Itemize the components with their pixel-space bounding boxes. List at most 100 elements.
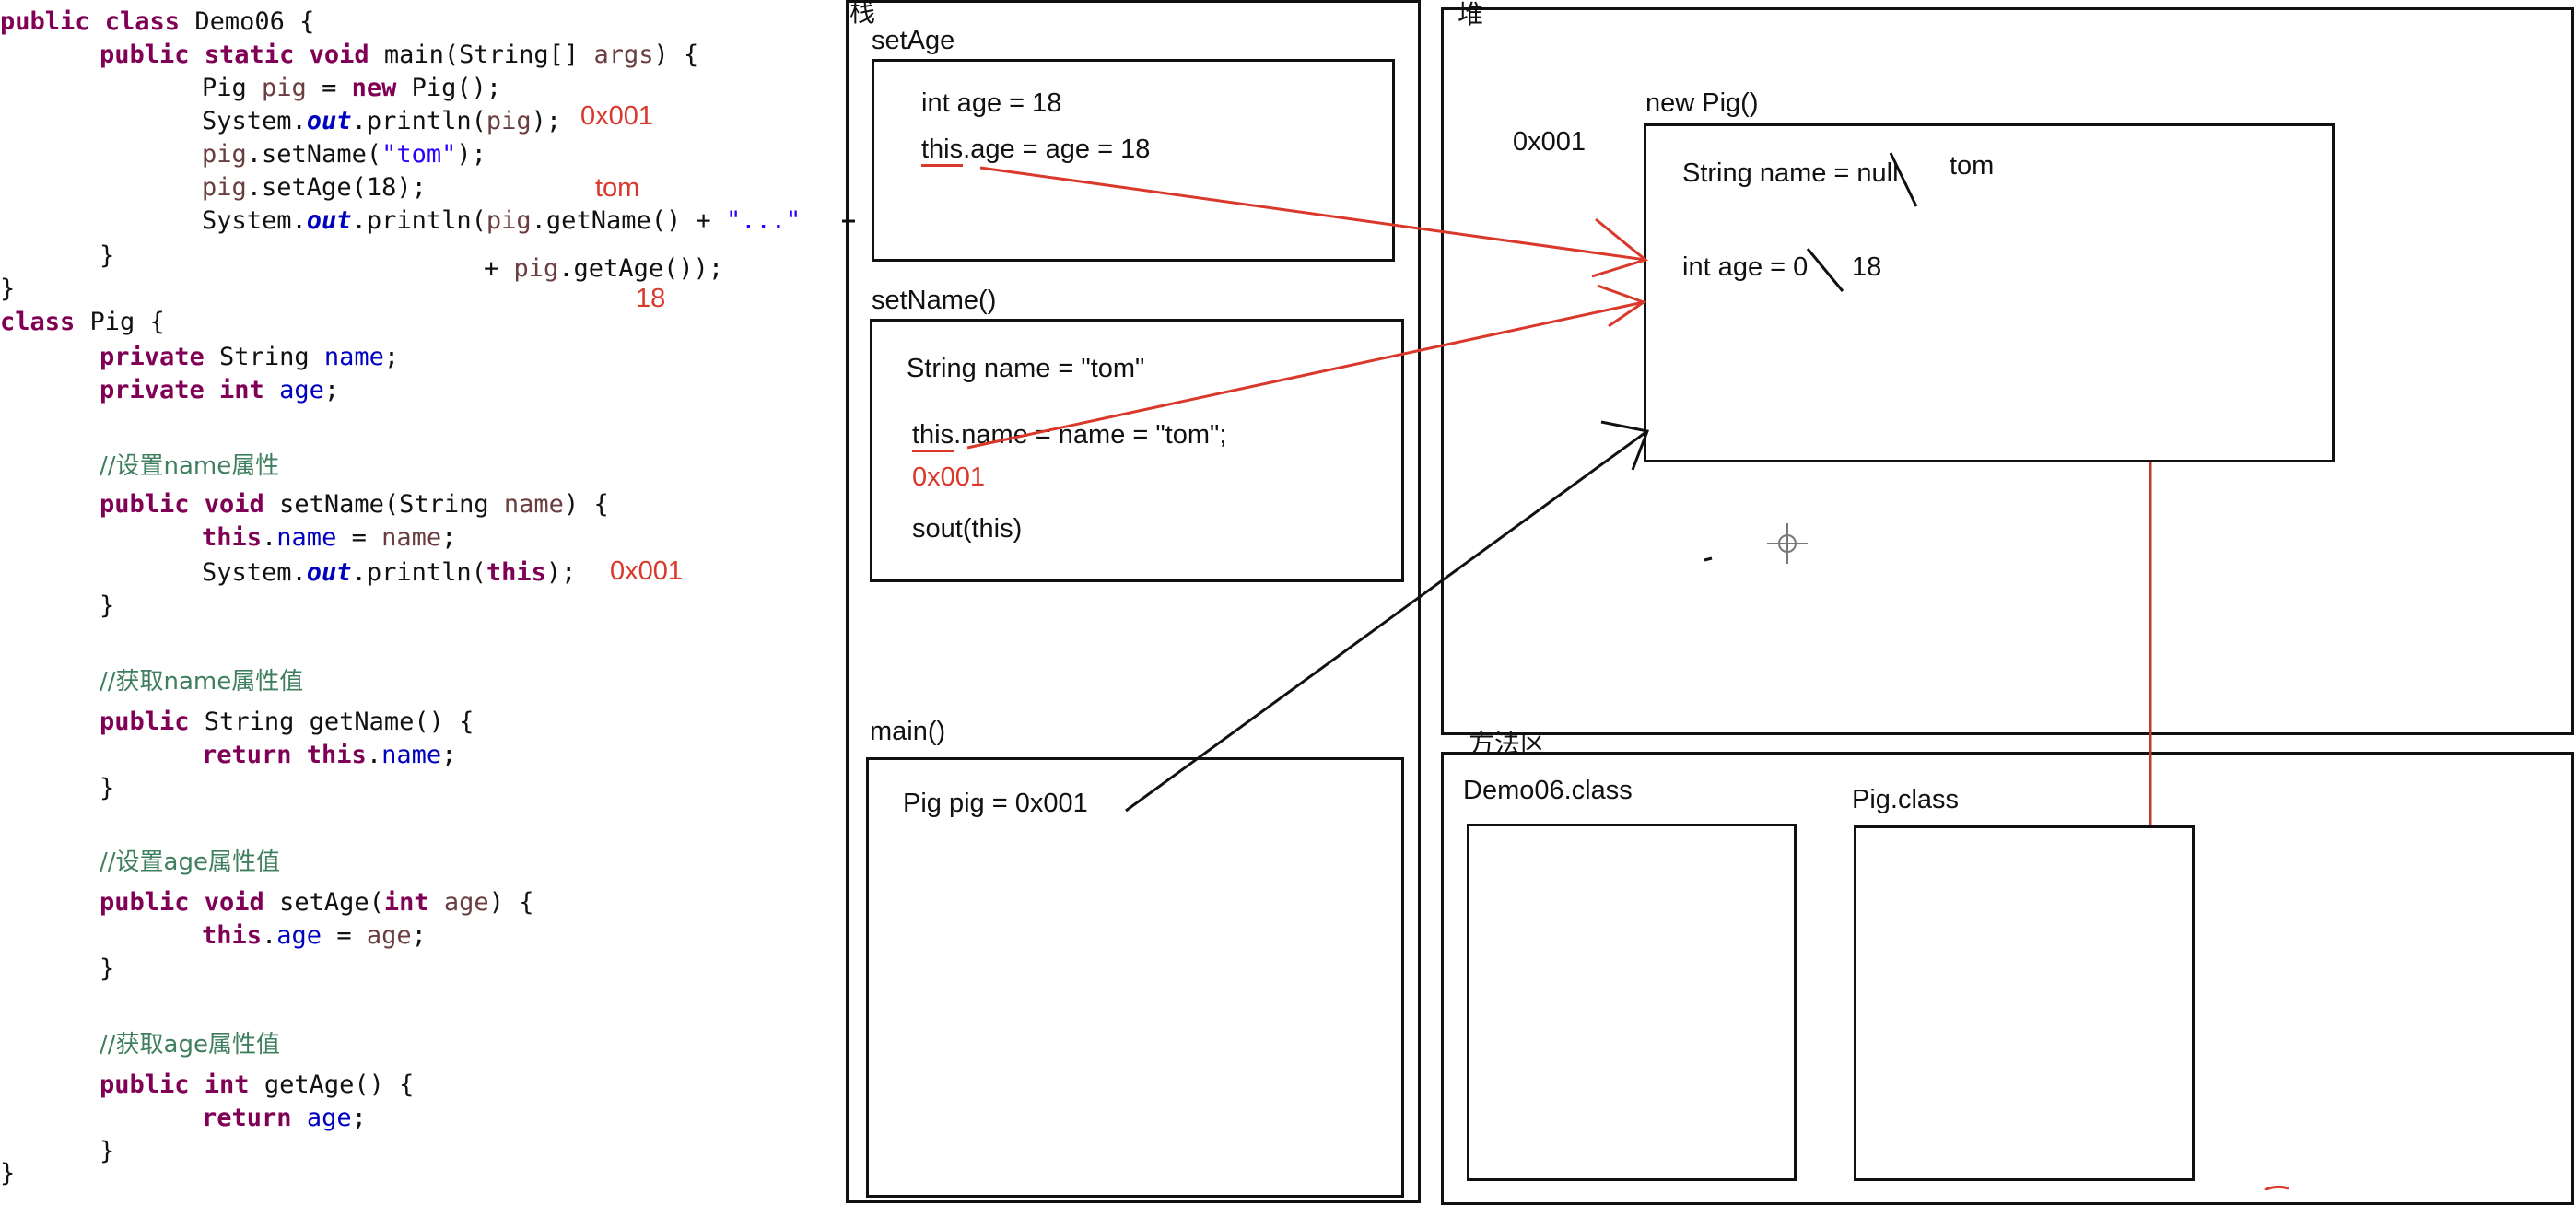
code-text: .println( — [351, 206, 486, 235]
code-line: public void setAge(int age) { — [100, 886, 533, 919]
code-line: class Pig { — [0, 306, 165, 339]
class-label-pig: Pig.class — [1852, 785, 1960, 814]
variable: pig — [202, 173, 247, 202]
comment: //获取name属性值 — [100, 668, 304, 696]
field-name: String name = null — [1682, 158, 1899, 188]
code-line: public int getAge() { — [100, 1069, 414, 1102]
field-age-new-value: 18 — [1852, 252, 1882, 282]
keyword: new — [351, 74, 397, 102]
keyword: this — [486, 558, 546, 587]
code-line: public static void main(String[] args) { — [100, 39, 698, 72]
variable: pig — [486, 206, 532, 235]
code-line: System.out.println(this); — [202, 556, 576, 590]
code-text: .getAge()); — [558, 254, 724, 283]
keyword: class — [0, 308, 76, 336]
code-line: return age; — [202, 1102, 367, 1135]
field: name — [276, 523, 337, 552]
field: name — [381, 741, 442, 769]
code-line: public String getName() { — [100, 706, 474, 739]
class-label-demo06: Demo06.class — [1463, 776, 1633, 805]
code-text: System. — [202, 206, 307, 235]
keyword: return — [202, 1104, 292, 1132]
code-text: ; — [411, 921, 427, 950]
setname-address: 0x001 — [912, 462, 986, 492]
heap-object-label: new Pig() — [1645, 88, 1759, 118]
code-text — [264, 376, 279, 404]
static-field: out — [306, 558, 352, 587]
variable: pig — [202, 140, 247, 169]
code-line: } — [100, 1135, 114, 1168]
annotation-println-address: 0x001 — [580, 101, 654, 131]
code-line: System.out.println(pig); — [202, 105, 561, 138]
stack-frame-main — [866, 757, 1404, 1198]
variable: age — [443, 888, 489, 917]
string-literal: "tom" — [381, 140, 457, 169]
code-line: Pig pig = new Pig(); — [202, 72, 501, 105]
comment: //设置age属性值 — [100, 848, 280, 876]
variable: args — [593, 41, 654, 69]
stack-title: 栈 — [849, 0, 876, 27]
this-keyword: this — [912, 420, 954, 452]
keyword: private int — [100, 376, 264, 404]
code-text: ; — [351, 1104, 367, 1132]
code-line: private int age; — [100, 374, 339, 407]
code-text: .setAge(18); — [246, 173, 427, 202]
class-box-demo06 — [1467, 824, 1797, 1181]
code-line: } — [100, 772, 114, 805]
code-text: ); — [456, 140, 486, 169]
code-text: Pig — [202, 74, 263, 102]
setage-assign: .age = age = 18 — [963, 135, 1151, 164]
code-text: getAge() { — [249, 1070, 415, 1099]
variable: pig — [262, 74, 307, 102]
variable: pig — [513, 254, 559, 283]
field: name — [323, 343, 384, 371]
code-text: Demo06 { — [180, 7, 315, 36]
code-line: this.name = name; — [202, 521, 456, 555]
code-line: } — [100, 953, 114, 986]
code-text: ; — [383, 343, 400, 371]
code-text: . — [262, 523, 277, 552]
keyword: private — [100, 343, 205, 371]
closing-brace: } — [100, 954, 115, 983]
code-text: Pig { — [75, 308, 165, 336]
variable: pig — [486, 107, 532, 135]
code-text: ; — [441, 741, 457, 769]
setage-line-1: int age = 18 — [921, 88, 1062, 118]
keyword: public void — [100, 888, 264, 917]
code-line: } — [100, 590, 114, 623]
code-text: = — [336, 523, 382, 552]
code-text: setName(String — [263, 490, 504, 519]
class-box-pig — [1854, 825, 2195, 1181]
keyword: public int — [100, 1070, 250, 1099]
annotation-eighteen: 18 — [636, 284, 666, 313]
code-text: = — [306, 74, 352, 102]
heap-object-address: 0x001 — [1513, 127, 1587, 157]
code-text: .setName( — [246, 140, 382, 169]
code-line: public class Demo06 { — [0, 6, 314, 39]
closing-brace: } — [100, 1137, 115, 1165]
code-line: System.out.println(pig.getName() + "..." — [202, 205, 801, 238]
method-area-title: 方法区 — [1469, 730, 1547, 758]
code-text: ) { — [653, 41, 699, 69]
setname-line-1: String name = "tom" — [907, 354, 1145, 383]
setname-assign: .name = name = "tom"; — [954, 420, 1227, 450]
code-text: Pig(); — [396, 74, 502, 102]
closing-brace: } — [100, 241, 115, 270]
code-comment: //获取name属性值 — [100, 665, 303, 698]
code-text: ; — [441, 523, 457, 552]
frame-label-setname: setName() — [872, 286, 997, 315]
field: age — [276, 921, 322, 950]
code-text: System. — [202, 558, 307, 587]
code-text: .getName() + — [531, 206, 726, 235]
keyword: this — [202, 523, 263, 552]
code-comment: //设置name属性 — [100, 450, 279, 483]
code-line: private String name; — [100, 341, 399, 374]
closing-brace: } — [100, 591, 115, 620]
code-text: ); — [531, 107, 562, 135]
code-text: ); — [545, 558, 577, 587]
setage-line-2: this.age = age = 18 — [921, 135, 1151, 167]
frame-label-main: main() — [870, 717, 946, 746]
code-listing: public class Demo06 { public static void… — [0, 0, 838, 1190]
keyword: public static void — [100, 41, 369, 69]
code-text: String — [204, 343, 324, 371]
